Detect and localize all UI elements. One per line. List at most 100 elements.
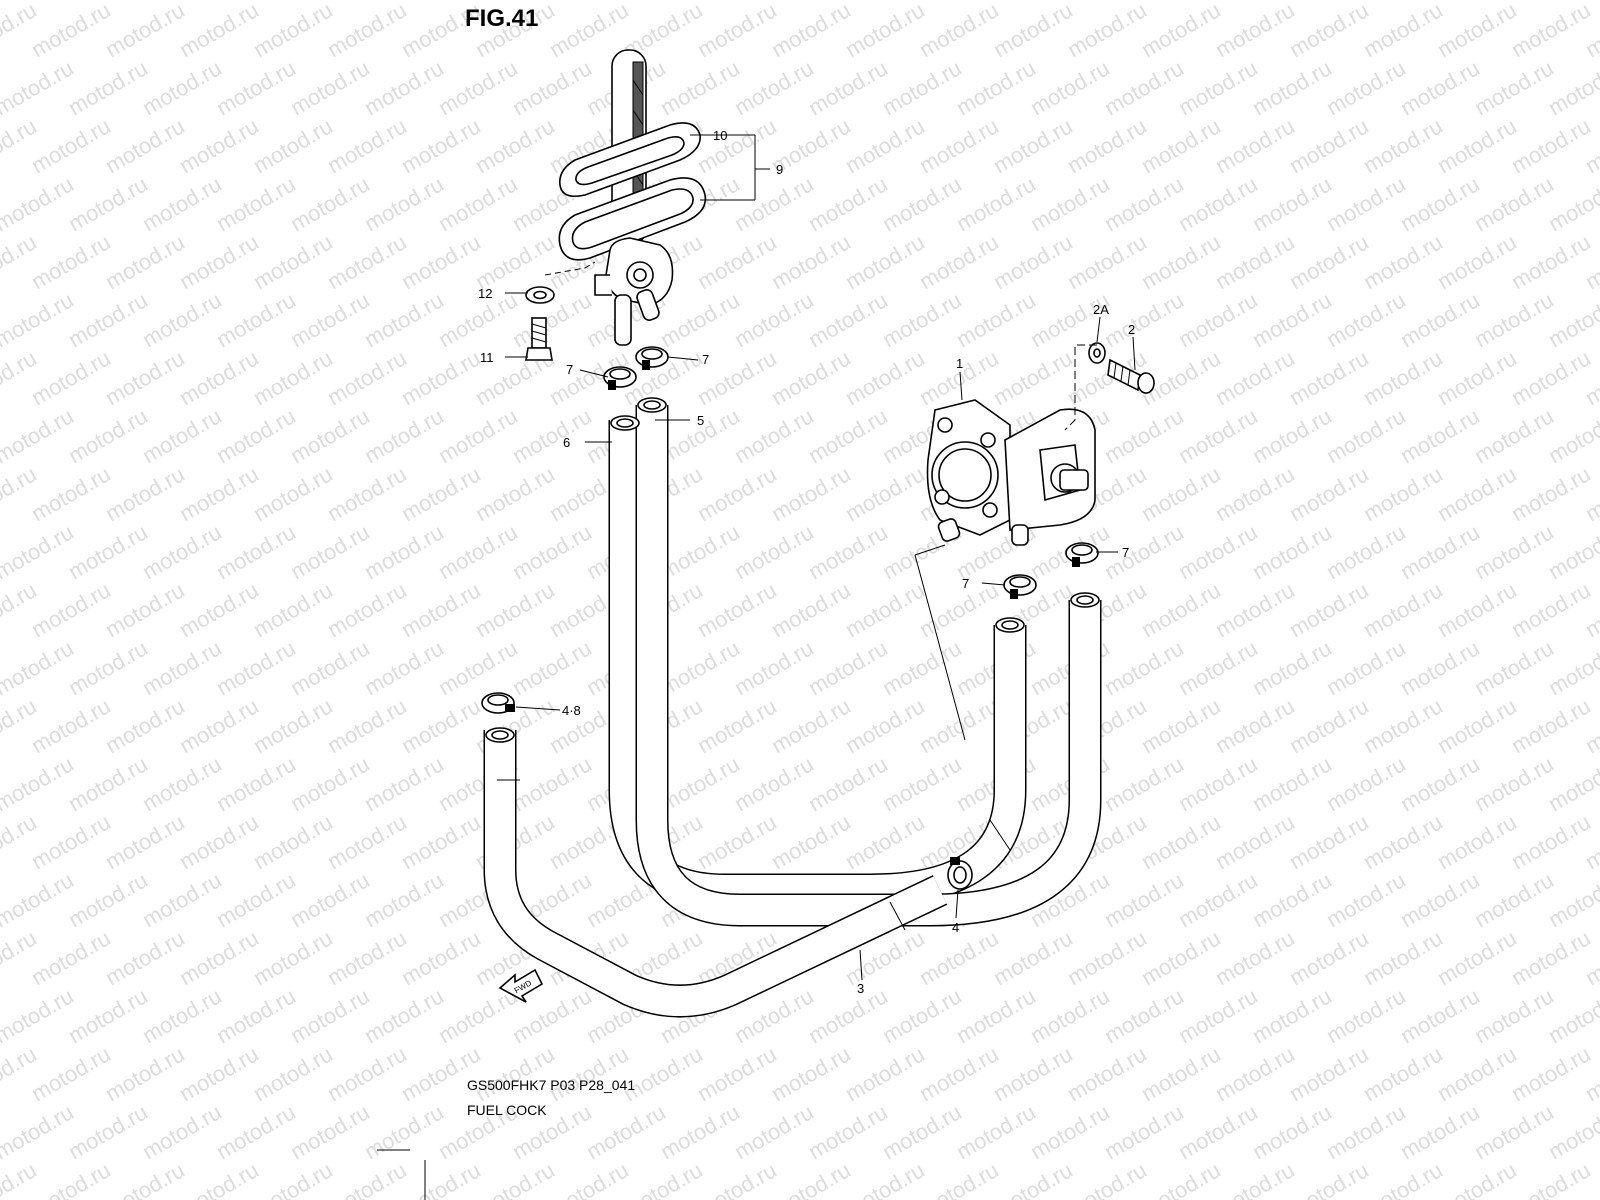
watermark-text: motod.ru <box>101 1041 189 1106</box>
watermark-text: motod.ru <box>360 171 448 236</box>
watermark-text: motod.ru <box>1100 287 1188 352</box>
watermark-text: motod.ru <box>1285 0 1373 62</box>
watermark-text: motod.ru <box>27 925 115 990</box>
callout-7-top-right: 7 <box>702 352 709 367</box>
watermark-text: motod.ru <box>397 345 485 410</box>
watermark-text: motod.ru <box>101 577 189 642</box>
watermark-text: motod.ru <box>138 751 226 816</box>
watermark-text: motod.ru <box>915 1041 1003 1106</box>
watermark-text: motod.ru <box>27 345 115 410</box>
watermark-text: motod.ru <box>693 229 781 294</box>
clamp-4-8 <box>481 692 515 714</box>
watermark-text: motod.ru <box>323 925 411 990</box>
watermark-text: motod.ru <box>0 1099 78 1164</box>
watermark-text: motod.ru <box>1359 1041 1447 1106</box>
watermark-text: motod.ru <box>0 867 78 932</box>
watermark-text: motod.ru <box>878 983 966 1048</box>
watermark-text: motod.ru <box>1359 577 1447 642</box>
watermark-text: motod.ru <box>212 0 300 4</box>
watermark-text: motod.ru <box>1211 0 1299 62</box>
watermark-text: motod.ru <box>1433 461 1521 526</box>
watermark-text: motod.ru <box>101 693 189 758</box>
watermark-text: motod.ru <box>138 867 226 932</box>
watermark-text: motod.ru <box>1544 287 1600 352</box>
watermark-text: motod.ru <box>1396 867 1484 932</box>
watermark-text: motod.ru <box>138 171 226 236</box>
callout-2: 2 <box>1128 322 1135 337</box>
watermark-text: motod.ru <box>1322 171 1410 236</box>
watermark-text: motod.ru <box>1322 983 1410 1048</box>
watermark-text: motod.ru <box>1137 925 1225 990</box>
watermark-text: motod.ru <box>841 229 929 294</box>
watermark-text: motod.ru <box>323 577 411 642</box>
watermark-text: motod.ru <box>841 1041 929 1106</box>
watermark-text: motod.ru <box>1026 287 1114 352</box>
watermark-text: motod.ru <box>1322 867 1410 932</box>
watermark-text: motod.ru <box>952 287 1040 352</box>
watermark-text: motod.ru <box>1470 751 1558 816</box>
watermark-text: motod.ru <box>249 693 337 758</box>
watermark-text: motod.ru <box>1359 461 1447 526</box>
watermark-text: motod.ru <box>360 983 448 1048</box>
watermark-text: motod.ru <box>64 519 152 584</box>
watermark-text: motod.ru <box>360 287 448 352</box>
callouts: 10 9 12 11 7 7 5 6 1 2A 2 7 7 4·8 4 3 <box>478 128 1135 996</box>
watermark-text: motod.ru <box>27 1041 115 1106</box>
watermark-text: motod.ru <box>27 113 115 178</box>
watermark-text: motod.ru <box>27 0 115 62</box>
watermark-text: motod.ru <box>286 635 374 700</box>
watermark-text: motod.ru <box>1063 113 1151 178</box>
fwd-arrow: FWD <box>498 968 544 1003</box>
watermark-text: motod.ru <box>1248 171 1336 236</box>
hose-3 <box>483 730 948 1018</box>
watermark-text: motod.ru <box>1248 1099 1336 1164</box>
watermark-text: motod.ru <box>878 0 966 4</box>
hose-6 <box>608 420 1027 907</box>
watermark-text: motod.ru <box>1026 1099 1114 1164</box>
watermark-text: motod.ru <box>1100 983 1188 1048</box>
watermark-text: motod.ru <box>1507 461 1595 526</box>
watermark-text: motod.ru <box>249 577 337 642</box>
watermark-text: motod.ru <box>1100 1099 1188 1164</box>
watermark-text: motod.ru <box>841 809 929 874</box>
clamp-7-top-right <box>635 346 669 370</box>
watermark-text: motod.ru <box>1396 1099 1484 1164</box>
watermark-text: motod.ru <box>989 1041 1077 1106</box>
watermark-text: motod.ru <box>1248 0 1336 4</box>
watermark-text: motod.ru <box>804 983 892 1048</box>
watermark-text: motod.ru <box>27 461 115 526</box>
watermark-text: motod.ru <box>138 1099 226 1164</box>
watermark-text: motod.ru <box>286 403 374 468</box>
watermark-text: motod.ru <box>1544 519 1600 584</box>
watermark-text: motod.ru <box>397 1041 485 1106</box>
watermark-text: motod.ru <box>471 1041 559 1106</box>
watermark-text: motod.ru <box>693 577 781 642</box>
watermark-text: motod.ru <box>397 229 485 294</box>
watermark-text: motod.ru <box>841 577 929 642</box>
watermark-text: motod.ru <box>767 693 855 758</box>
callout-7-pump-right: 7 <box>1122 545 1129 560</box>
watermark-text: motod.ru <box>730 55 818 120</box>
watermark-text: motod.ru <box>804 751 892 816</box>
watermark-text: motod.ru <box>1174 55 1262 120</box>
watermark-text: motod.ru <box>1507 229 1595 294</box>
bolt-2 <box>1107 358 1155 394</box>
watermark-text: motod.ru <box>1396 751 1484 816</box>
watermark-text: motod.ru <box>175 345 263 410</box>
watermark-text: motod.ru <box>175 229 263 294</box>
watermark-text: motod.ru <box>693 1041 781 1106</box>
watermark-text: motod.ru <box>1507 693 1595 758</box>
watermark-text: motod.ru <box>989 0 1077 62</box>
model-code: GS500FHK7 P03 P28_041 <box>467 1077 635 1093</box>
callout-4-8: 4·8 <box>562 703 581 718</box>
watermark-text: motod.ru <box>286 1099 374 1164</box>
watermark-text: motod.ru <box>767 461 855 526</box>
watermark-text: motod.ru <box>1359 229 1447 294</box>
watermark-text: motod.ru <box>323 0 411 62</box>
watermark-text: motod.ru <box>656 1099 744 1164</box>
callout-11: 11 <box>480 350 494 365</box>
watermark-text: motod.ru <box>212 519 300 584</box>
watermark-text: motod.ru <box>434 0 522 4</box>
watermark-text: motod.ru <box>841 113 929 178</box>
